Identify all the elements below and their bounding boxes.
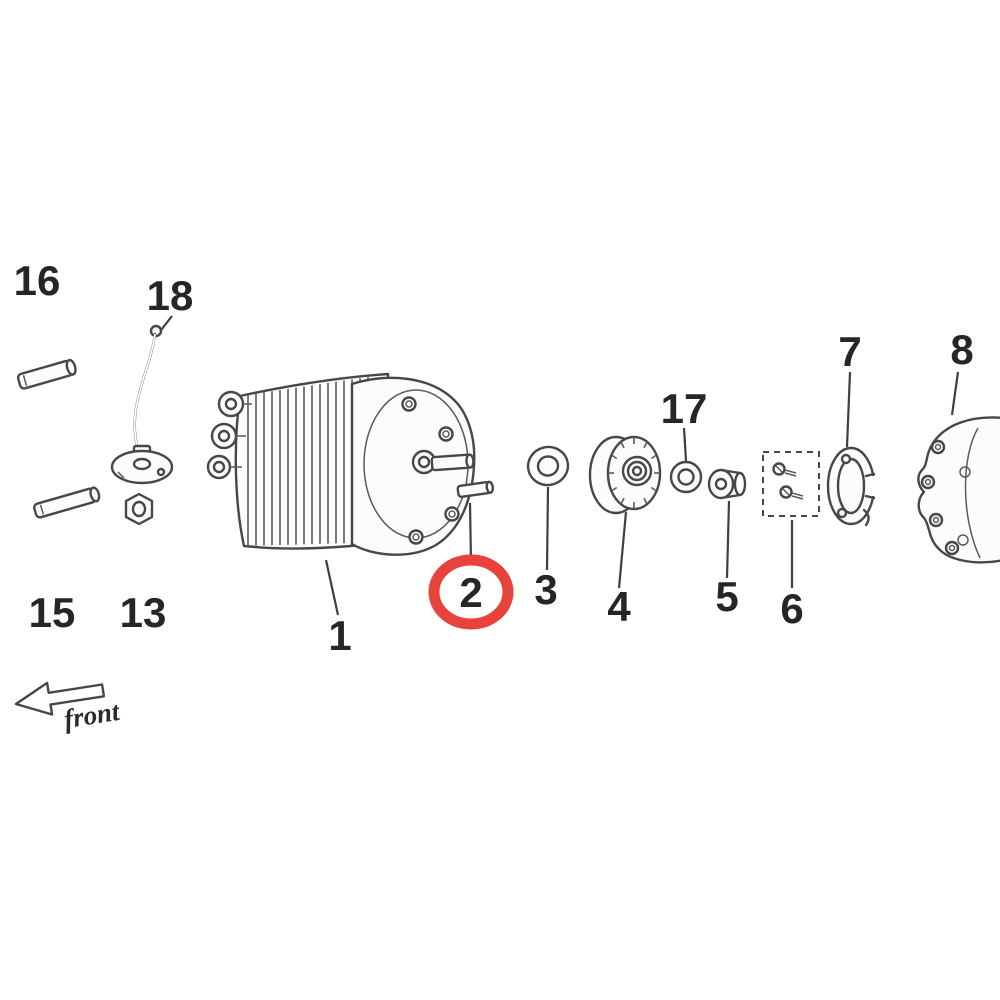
part-15-label: 15 xyxy=(29,589,76,636)
part-18-sensor-drawing xyxy=(110,315,174,485)
part-2-label: 2 xyxy=(459,569,482,616)
part-8-label: 8 xyxy=(950,326,973,373)
part-15-pin-drawing xyxy=(33,486,101,519)
part-6-screw-kit-drawing xyxy=(762,451,820,517)
part-16-pin-drawing xyxy=(16,358,77,390)
leader-part-1 xyxy=(324,559,340,616)
motor-housing-bolts xyxy=(401,396,460,545)
part-16-label: 16 xyxy=(14,257,61,304)
part-13-nut-drawing xyxy=(124,492,154,526)
leader-part-5 xyxy=(725,500,731,579)
part-4-pulley-drawing xyxy=(588,435,662,515)
part-5-label: 5 xyxy=(715,573,738,620)
leader-part-3 xyxy=(545,486,550,571)
screw-1 xyxy=(772,462,797,477)
part-13-label: 13 xyxy=(120,589,167,636)
part-7-bracket-drawing xyxy=(826,446,884,527)
leader-part-7 xyxy=(845,371,852,448)
leader-part-2 xyxy=(468,502,473,563)
screw-2 xyxy=(779,485,804,500)
motor-terminals xyxy=(206,390,252,480)
part-3-label: 3 xyxy=(534,566,557,613)
part-17-washer-drawing xyxy=(669,460,703,494)
leader-part-17 xyxy=(682,427,688,462)
leader-part-4 xyxy=(617,511,628,589)
pulley-teeth xyxy=(608,437,660,509)
highlight-circle xyxy=(428,554,514,630)
part-3-bushing-drawing xyxy=(526,445,570,487)
part-5-cap-drawing xyxy=(707,468,747,500)
motor-output-shaft xyxy=(411,449,475,475)
part-8-cover-drawing xyxy=(917,416,1000,564)
part-6-label: 6 xyxy=(780,585,803,632)
part-18-label: 18 xyxy=(147,272,194,319)
front-direction-arrow xyxy=(14,681,106,716)
part-17-label: 17 xyxy=(661,385,708,432)
part-4-label: 4 xyxy=(607,583,631,630)
part-7-label: 7 xyxy=(838,328,861,375)
part-1-motor-drawing xyxy=(206,372,476,556)
part-2-key-drawing xyxy=(456,480,495,498)
leader-part-8 xyxy=(950,371,960,416)
part-1-label: 1 xyxy=(328,612,351,659)
